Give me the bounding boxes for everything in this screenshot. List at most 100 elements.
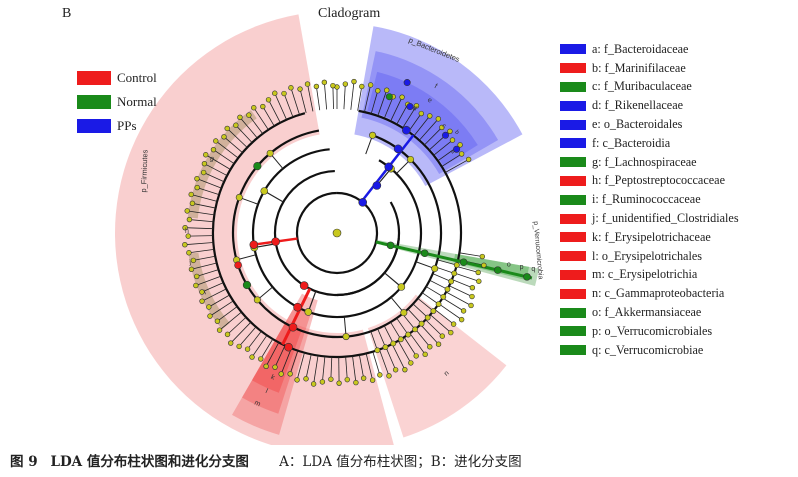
leaf-node: [272, 90, 278, 96]
label-q: q: [531, 266, 535, 273]
label-p: p: [520, 264, 524, 271]
figure-caption: 图 9 LDA 值分布柱状图和进化分支图 A：LDA 值分布柱状图；B：进化分支…: [10, 450, 522, 470]
taxa-label: i: f_Ruminococcaceae: [592, 192, 701, 207]
leaf-node: [263, 363, 269, 370]
clade-ring-4: [211, 109, 463, 359]
erysipelotrichia-node: [288, 322, 298, 332]
leaf-node: [405, 331, 412, 338]
clade-branch: [219, 311, 242, 331]
label-g: g: [209, 155, 215, 163]
lachnospiraceae-sector: [187, 110, 257, 219]
taxa-label: j: f_unidentified_Clostridiales: [592, 211, 739, 226]
taxa-legend-item: o: f_Akkermansiaceae: [560, 303, 739, 322]
clade-branch: [402, 313, 416, 330]
clade-branch: [274, 93, 287, 120]
leaf-node: [447, 128, 453, 134]
clade-branch: [449, 285, 473, 297]
label-m: m: [253, 399, 261, 408]
leaf-node: [392, 367, 399, 373]
clade-branch: [262, 106, 275, 127]
rumino-node: [242, 280, 252, 290]
clade-branch: [209, 300, 234, 317]
clade-branch: [201, 288, 227, 302]
taxa-label: e: o_Bacteroidales: [592, 117, 683, 132]
inner-node: [304, 308, 313, 316]
leaf-node: [374, 347, 381, 354]
leaf-node: [237, 114, 243, 121]
leaf-node: [413, 353, 419, 359]
clade-branch: [184, 242, 214, 246]
clade-ring-2: [251, 148, 423, 319]
bacteroidetes-node: [402, 125, 411, 135]
group-legend-item: Normal: [77, 90, 157, 114]
leaf-node: [200, 169, 207, 176]
taxa-swatch: [560, 100, 586, 111]
taxa-label: o: f_Akkermansiaceae: [592, 305, 702, 320]
leaf-node: [319, 379, 326, 385]
taxa-swatch: [560, 326, 586, 337]
legend-label: Control: [117, 70, 157, 85]
leaf-node: [188, 191, 194, 198]
clade-branch: [239, 117, 258, 139]
lachno-node: [253, 162, 262, 171]
caption-title: LDA 值分布柱状图和进化分支图: [50, 454, 249, 470]
clade-branch: [223, 136, 243, 153]
leaf-node: [481, 262, 487, 268]
leaf-node: [199, 289, 205, 295]
verrucomicrobia-node: [386, 241, 395, 250]
leaf-node: [479, 253, 486, 260]
clade-branch: [396, 317, 409, 335]
leaf-node: [351, 78, 357, 85]
leaf-node: [186, 250, 192, 256]
leaf-node: [427, 344, 433, 350]
clade-branch: [409, 333, 426, 355]
clade-branch: [425, 286, 444, 298]
clade-branch: [289, 350, 299, 374]
clade-branch: [442, 297, 464, 312]
label-b: b: [453, 129, 460, 136]
legend-label: Normal: [117, 94, 157, 109]
leaf-node: [475, 269, 481, 276]
taxa-label: d: f_Rikenellaceae: [592, 98, 684, 113]
bacteroidetes-leaf: [441, 131, 449, 139]
clade-branch: [322, 356, 326, 382]
clade-branch: [253, 107, 269, 130]
taxa-legend-item: p: o_Verrucomicrobiales: [560, 322, 739, 341]
verrucomicrobia-node: [459, 258, 468, 267]
leaf-node: [402, 366, 408, 373]
leaf-node: [367, 82, 374, 88]
bacteroidia-sector: [361, 51, 499, 174]
leaf-node: [427, 113, 433, 119]
taxa-label: g: f_Lachnospiraceae: [592, 154, 697, 169]
taxa-swatch: [560, 251, 586, 262]
mid-node: [342, 333, 350, 341]
clade-branch: [459, 252, 483, 257]
leaf-node: [457, 142, 463, 148]
leaf-node: [188, 266, 195, 272]
leaf-node: [201, 160, 208, 167]
clade-branch: [433, 139, 453, 156]
clade-branch: [213, 149, 235, 164]
leaf-node: [288, 85, 294, 91]
inner-node: [397, 283, 406, 291]
legend-swatch: [77, 95, 111, 109]
mid-node: [407, 155, 415, 163]
inner-node: [260, 187, 269, 195]
clade-branch: [350, 81, 355, 110]
bacteroidetes-node: [384, 162, 394, 172]
label-f: f: [433, 83, 438, 90]
leaf-node: [251, 105, 257, 111]
root-node: [332, 228, 342, 238]
leaf-node: [224, 331, 231, 338]
taxa-swatch: [560, 288, 586, 299]
leaf-node: [468, 302, 474, 309]
taxa-label: k: f_Erysipelotrichaceae: [592, 229, 711, 244]
leaf-node: [265, 97, 272, 103]
leaf-node: [190, 257, 197, 264]
firmicutes-sector: [115, 14, 394, 445]
leaf-node: [328, 376, 334, 382]
clade-branch: [365, 353, 373, 381]
leaf-node: [460, 308, 467, 314]
leaf-node: [418, 320, 425, 327]
clade-branch: [383, 96, 394, 119]
